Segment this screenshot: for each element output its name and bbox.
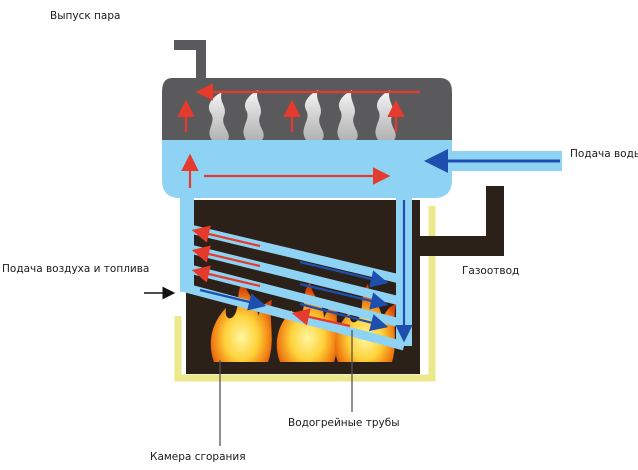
label-combustion-chamber: Камера сгорания: [150, 451, 246, 463]
label-air-fuel-inlet: Подача воздуха и топлива: [2, 263, 150, 275]
steam-outlet-pipe: [174, 40, 206, 80]
cold-flow-arrows-tubes: [199, 260, 389, 332]
label-water-tubes: Водогрейные трубы: [288, 417, 400, 429]
casing: [174, 206, 436, 382]
label-water-inlet: Подача воды: [570, 148, 638, 160]
hot-flow-arrows-drum: [181, 153, 391, 188]
hot-flow-arrows-tubes: [191, 225, 351, 328]
flue-pipe: [420, 186, 504, 256]
steam-flow-arrows: [177, 83, 420, 132]
label-flue: Газоотвод: [462, 265, 520, 277]
water-drum: [162, 140, 452, 198]
label-steam-outlet: Выпуск пара: [50, 10, 121, 22]
